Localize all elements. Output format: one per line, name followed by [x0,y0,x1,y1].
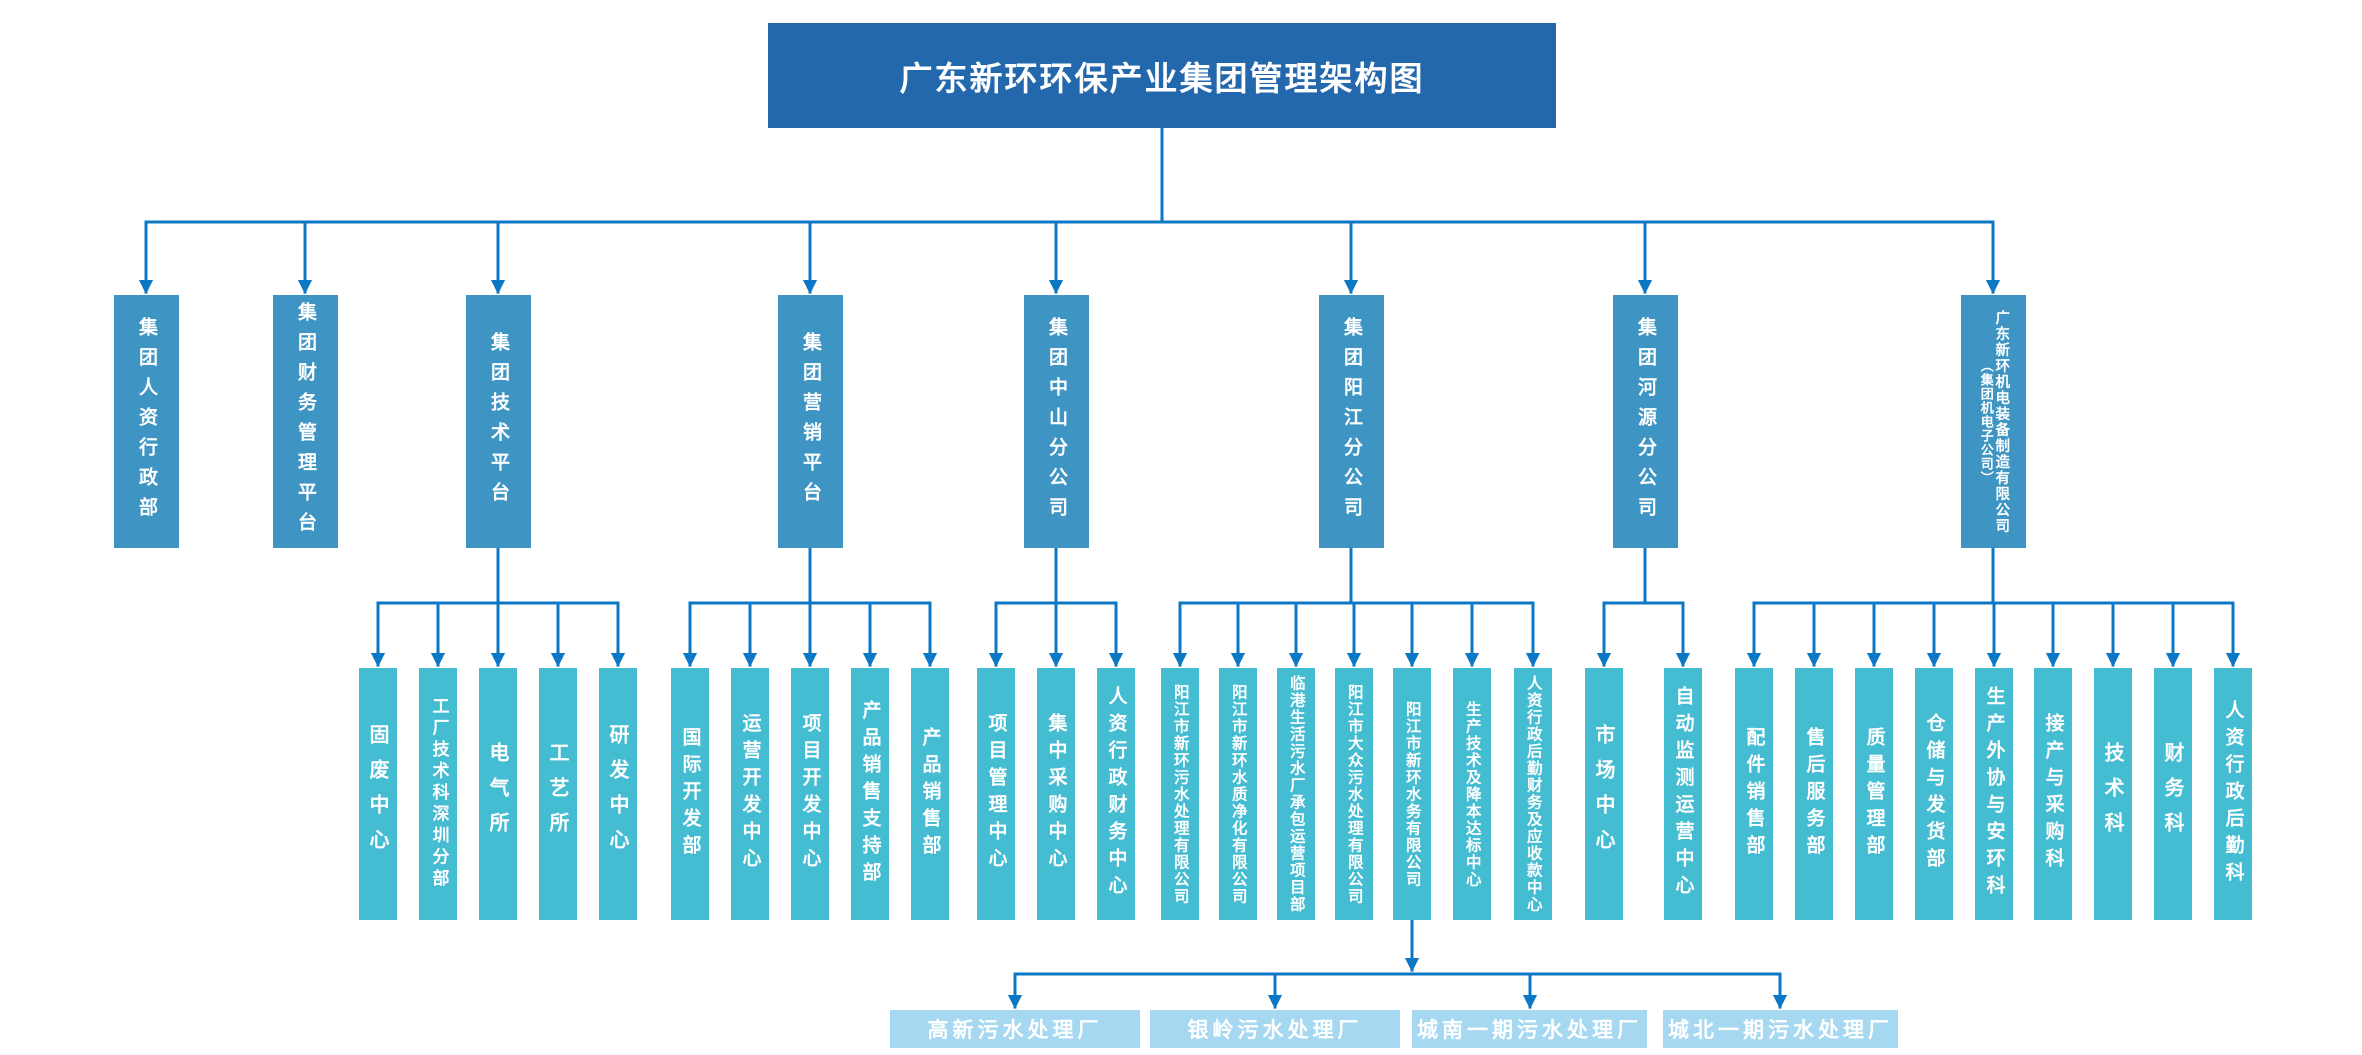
node-label: 临港生活污水厂承包运营项目部 [1287,675,1306,913]
org-node: 仓储与发货部 [1915,668,1953,920]
org-node: 生产外协与安环科 [1975,668,2013,920]
org-node: 固废中心 [359,668,397,920]
org-node: 研发中心 [599,668,637,920]
org-node: 技术科 [2094,668,2132,920]
node-label: 国际开发部 [679,726,702,862]
node-label: 产品销售支持部 [859,699,882,889]
org-node: 生产技术及降本达标中心 [1453,668,1491,920]
node-label: 财务科 [2161,741,2185,847]
org-node: 工厂技术科深圳分部 [419,668,457,920]
plant-box: 银岭污水处理厂 [1150,1010,1400,1048]
node-label: 工厂技术科深圳分部 [428,697,449,891]
node-label: 产品销售部 [919,726,942,862]
dept-label: 集团技术平台 [488,331,510,512]
org-node: 质量管理部 [1855,668,1893,920]
subsidiary-mechatronics: 广东新环机电装备制造有限公司 （集团机电子公司） [1961,295,2026,548]
branch-heyuan: 集团河源分公司 [1613,295,1678,548]
org-node: 国际开发部 [671,668,709,920]
branch-yangjiang: 集团阳江分公司 [1319,295,1384,548]
node-label: 生产技术及降本达标中心 [1463,700,1482,888]
plant-box: 城南一期污水处理厂 [1412,1010,1647,1048]
node-label: 仓储与发货部 [1923,713,1946,875]
node-label: 接产与采购科 [2042,713,2065,875]
plant-label: 银岭污水处理厂 [1187,1018,1363,1042]
node-label: 人资行政后勤财务及应收款中心 [1524,675,1543,913]
dept-label: 集团河源分公司 [1635,316,1657,527]
node-label: 质量管理部 [1863,726,1886,862]
org-node: 阳江市大众污水处理有限公司 [1335,668,1373,920]
dept-tech-platform: 集团技术平台 [466,295,531,548]
dept-label: 集团人资行政部 [136,316,158,527]
node-label: 阳江市新环水质净化有限公司 [1229,683,1248,905]
org-node: 自动监测运营中心 [1664,668,1702,920]
plant-label: 城南一期污水处理厂 [1417,1018,1642,1042]
dept-label: 集团中山分公司 [1046,316,1068,527]
dept-finance-platform: 集团财务管理平台 [273,295,338,548]
node-label: 运营开发中心 [739,713,762,875]
node-label: 工艺所 [546,741,570,847]
node-label: 市场中心 [1592,724,1616,864]
org-node: 阳江市新环水质净化有限公司 [1219,668,1257,920]
node-label: 电气所 [486,741,510,847]
plant-box: 城北一期污水处理厂 [1663,1010,1898,1048]
dept-marketing-platform: 集团营销平台 [778,295,843,548]
node-label: 集中采购中心 [1045,713,1068,875]
org-node: 集中采购中心 [1037,668,1075,920]
node-label: 固废中心 [366,724,390,864]
dept-label-secondary: （集团机电子公司） [1977,358,1993,485]
page-title: 广东新环环保产业集团管理架构图 [768,23,1556,128]
org-node: 人资行政财务中心 [1097,668,1135,920]
org-node: 工艺所 [539,668,577,920]
org-node: 项目管理中心 [977,668,1015,920]
dept-hr-admin: 集团人资行政部 [114,295,179,548]
plant-box: 高新污水处理厂 [890,1010,1140,1048]
node-label: 项目管理中心 [985,713,1008,875]
org-node: 配件销售部 [1735,668,1773,920]
dept-label: 广东新环机电装备制造有限公司 [1993,309,2010,534]
org-node: 运营开发中心 [731,668,769,920]
org-node: 临港生活污水厂承包运营项目部 [1277,668,1315,920]
org-node: 产品销售部 [911,668,949,920]
node-label: 配件销售部 [1743,726,1766,862]
org-node: 接产与采购科 [2034,668,2072,920]
org-node: 售后服务部 [1795,668,1833,920]
org-node: 产品销售支持部 [851,668,889,920]
node-label: 人资行政后勤科 [2222,699,2245,889]
node-label: 生产外协与安环科 [1983,686,2006,902]
node-label: 技术科 [2101,741,2125,847]
org-node: 市场中心 [1585,668,1623,920]
node-label: 研发中心 [606,724,630,864]
org-node-water-company: 阳江市新环水务有限公司 [1393,668,1431,920]
dept-label: 集团阳江分公司 [1341,316,1363,527]
org-node: 人资行政后勤财务及应收款中心 [1514,668,1552,920]
org-node: 人资行政后勤科 [2214,668,2252,920]
node-label: 自动监测运营中心 [1672,686,1695,902]
org-node: 项目开发中心 [791,668,829,920]
org-node: 财务科 [2154,668,2192,920]
org-node: 电气所 [479,668,517,920]
node-label: 售后服务部 [1803,726,1826,862]
node-label: 阳江市新环水务有限公司 [1403,700,1422,888]
dept-label: 集团营销平台 [800,331,822,512]
node-label: 项目开发中心 [799,713,822,875]
dept-label: 集团财务管理平台 [295,301,317,542]
node-label: 人资行政财务中心 [1105,686,1128,902]
node-label: 阳江市新环污水处理有限公司 [1171,683,1190,905]
node-label: 阳江市大众污水处理有限公司 [1345,683,1364,905]
plant-label: 城北一期污水处理厂 [1668,1018,1893,1042]
branch-zhongshan: 集团中山分公司 [1024,295,1089,548]
org-node: 阳江市新环污水处理有限公司 [1161,668,1199,920]
plant-label: 高新污水处理厂 [927,1018,1103,1042]
